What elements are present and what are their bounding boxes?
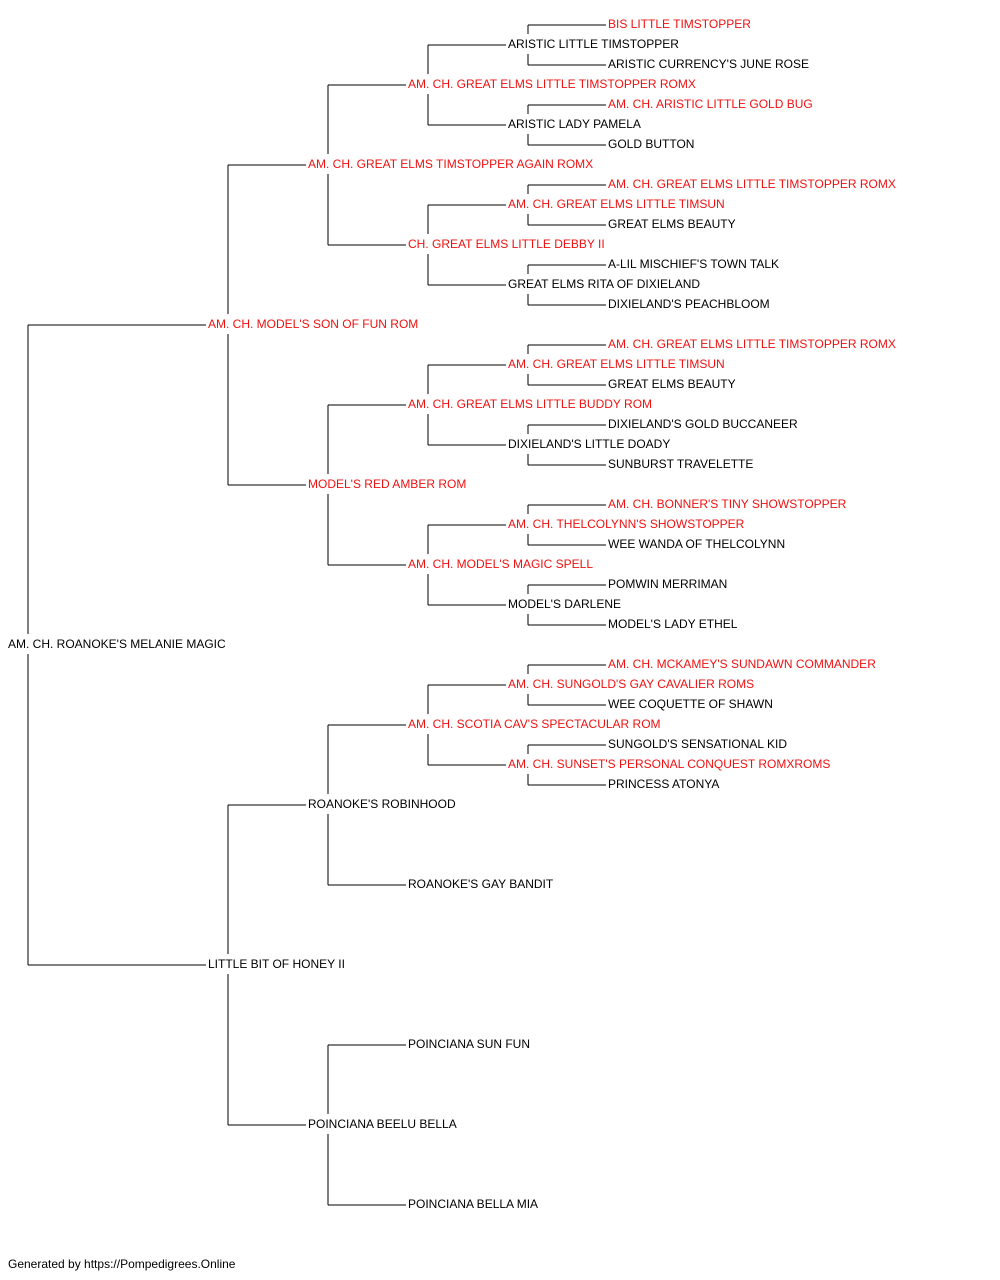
ancestor-dam-gen5: ARISTIC CURRENCY'S JUNE ROSE (608, 57, 810, 71)
ancestor-dam-gen5: SUNBURST TRAVELETTE (608, 457, 755, 471)
ancestor-dam-gen5: DIXIELAND'S PEACHBLOOM (608, 297, 771, 311)
ancestor-sire-gen4: AM. CH. GREAT ELMS LITTLE TIMSUN (508, 357, 726, 371)
ancestor-dam-gen5: GREAT ELMS BEAUTY (608, 217, 737, 231)
ancestor-sire-gen5: AM. CH. MCKAMEY'S SUNDAWN COMMANDER (608, 657, 877, 671)
ancestor-sire-gen3: POINCIANA SUN FUN (408, 1037, 532, 1051)
ancestor-sire-gen5: AM. CH. BONNER'S TINY SHOWSTOPPER (608, 497, 848, 511)
ancestor-dam-gen1: LITTLE BIT OF HONEY II (208, 957, 346, 971)
ancestor-dam-gen5: GOLD BUTTON (608, 137, 696, 151)
ancestor-dam-gen3: AM. CH. MODEL'S MAGIC SPELL (408, 557, 594, 571)
ancestor-dam-gen2: POINCIANA BEELU BELLA (308, 1117, 458, 1131)
ancestor-sire-gen3: AM. CH. SCOTIA CAV'S SPECTACULAR ROM (408, 717, 662, 731)
ancestor-sire-gen5: POMWIN MERRIMAN (608, 577, 729, 591)
ancestor-sire-gen5: A-LIL MISCHIEF'S TOWN TALK (608, 257, 780, 271)
subject-dog-name: AM. CH. ROANOKE'S MELANIE MAGIC (8, 637, 227, 651)
ancestor-dam-gen2: MODEL'S RED AMBER ROM (308, 477, 468, 491)
ancestor-dam-gen5: WEE COQUETTE OF SHAWN (608, 697, 774, 711)
ancestor-sire-gen2: ROANOKE'S ROBINHOOD (308, 797, 457, 811)
ancestor-sire-gen5: AM. CH. GREAT ELMS LITTLE TIMSTOPPER ROM… (608, 177, 897, 191)
ancestor-dam-gen3: POINCIANA BELLA MIA (408, 1197, 540, 1211)
ancestor-sire-gen3: AM. CH. GREAT ELMS LITTLE BUDDY ROM (408, 397, 654, 411)
footer-credit: Generated by https://Pompedigrees.Online (8, 1257, 236, 1271)
ancestor-dam-gen4: AM. CH. SUNSET'S PERSONAL CONQUEST ROMXR… (508, 757, 832, 771)
ancestor-dam-gen4: MODEL'S DARLENE (508, 597, 622, 611)
ancestor-sire-gen4: ARISTIC LITTLE TIMSTOPPER (508, 37, 680, 51)
ancestor-dam-gen5: WEE WANDA OF THELCOLYNN (608, 537, 787, 551)
ancestor-sire-gen5: AM. CH. ARISTIC LITTLE GOLD BUG (608, 97, 814, 111)
ancestor-sire-gen5: DIXIELAND'S GOLD BUCCANEER (608, 417, 799, 431)
ancestor-sire-gen5: AM. CH. GREAT ELMS LITTLE TIMSTOPPER ROM… (608, 337, 897, 351)
ancestor-sire-gen1: AM. CH. MODEL'S SON OF FUN ROM (208, 317, 420, 331)
ancestor-sire-gen4: AM. CH. SUNGOLD'S GAY CAVALIER ROMS (508, 677, 756, 691)
ancestor-dam-gen4: DIXIELAND'S LITTLE DOADY (508, 437, 672, 451)
ancestor-dam-gen5: PRINCESS ATONYA (608, 777, 721, 791)
ancestor-sire-gen4: AM. CH. THELCOLYNN'S SHOWSTOPPER (508, 517, 746, 531)
ancestor-sire-gen5: SUNGOLD'S SENSATIONAL KID (608, 737, 788, 751)
ancestor-dam-gen4: GREAT ELMS RITA OF DIXIELAND (508, 277, 702, 291)
ancestor-sire-gen3: AM. CH. GREAT ELMS LITTLE TIMSTOPPER ROM… (408, 77, 697, 91)
ancestor-dam-gen3: ROANOKE'S GAY BANDIT (408, 877, 555, 891)
ancestor-dam-gen5: GREAT ELMS BEAUTY (608, 377, 737, 391)
ancestor-sire-gen2: AM. CH. GREAT ELMS TIMSTOPPER AGAIN ROMX (308, 157, 595, 171)
ancestor-sire-gen5: BIS LITTLE TIMSTOPPER (608, 17, 752, 31)
ancestor-sire-gen4: AM. CH. GREAT ELMS LITTLE TIMSUN (508, 197, 726, 211)
ancestor-dam-gen4: ARISTIC LADY PAMELA (508, 117, 642, 131)
ancestor-dam-gen5: MODEL'S LADY ETHEL (608, 617, 739, 631)
ancestor-dam-gen3: CH. GREAT ELMS LITTLE DEBBY II (408, 237, 606, 251)
